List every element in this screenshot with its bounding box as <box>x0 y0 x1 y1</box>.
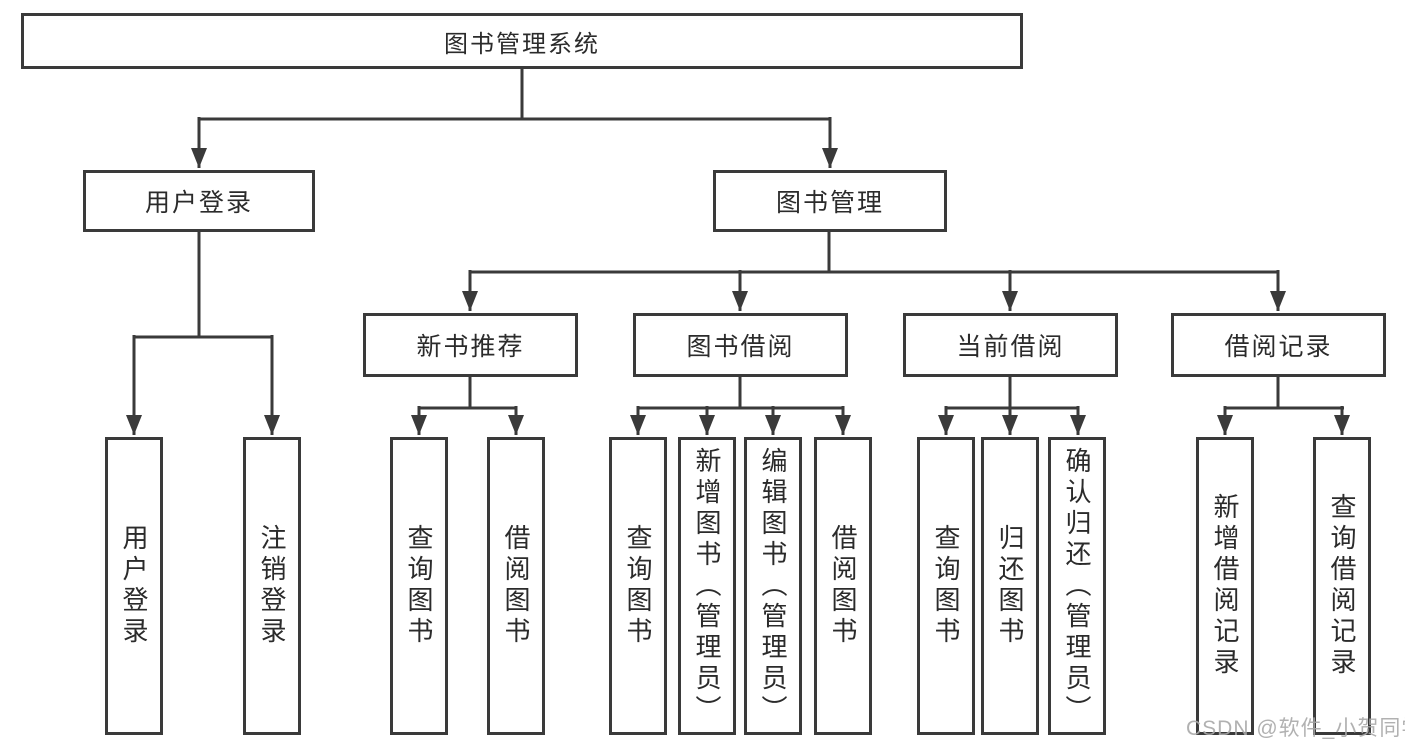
leaf-borrowing-edit-books-admin: 编辑图书（管理员） <box>744 437 802 735</box>
node-book-borrowing: 图书借阅 <box>633 313 848 377</box>
node-current-borrowing: 当前借阅 <box>903 313 1118 377</box>
leaf-newbook-query-books: 查询图书 <box>390 437 448 735</box>
csdn-watermark: CSDN @软件_小贺同学 <box>1186 717 1405 740</box>
leaf-user-login: 用户登录 <box>105 437 163 735</box>
leaf-current-return-books: 归还图书 <box>981 437 1039 735</box>
leaf-borrowing-borrow-books: 借阅图书 <box>814 437 872 735</box>
leaf-borrowing-add-books-admin: 新增图书（管理员） <box>678 437 736 735</box>
leaf-logout: 注销登录 <box>243 437 301 735</box>
node-new-book-recommend: 新书推荐 <box>363 313 578 377</box>
node-book-management: 图书管理 <box>713 170 947 232</box>
leaf-current-confirm-return-admin: 确认归还（管理员） <box>1048 437 1106 735</box>
leaf-current-query-books: 查询图书 <box>917 437 975 735</box>
leaf-records-query-record: 查询借阅记录 <box>1313 437 1371 735</box>
leaf-borrowing-query-books: 查询图书 <box>609 437 667 735</box>
leaf-newbook-borrow-books: 借阅图书 <box>487 437 545 735</box>
node-borrowing-records: 借阅记录 <box>1171 313 1386 377</box>
node-user-login: 用户登录 <box>83 170 315 232</box>
node-root-system: 图书管理系统 <box>21 13 1023 69</box>
leaf-records-add-record: 新增借阅记录 <box>1196 437 1254 735</box>
